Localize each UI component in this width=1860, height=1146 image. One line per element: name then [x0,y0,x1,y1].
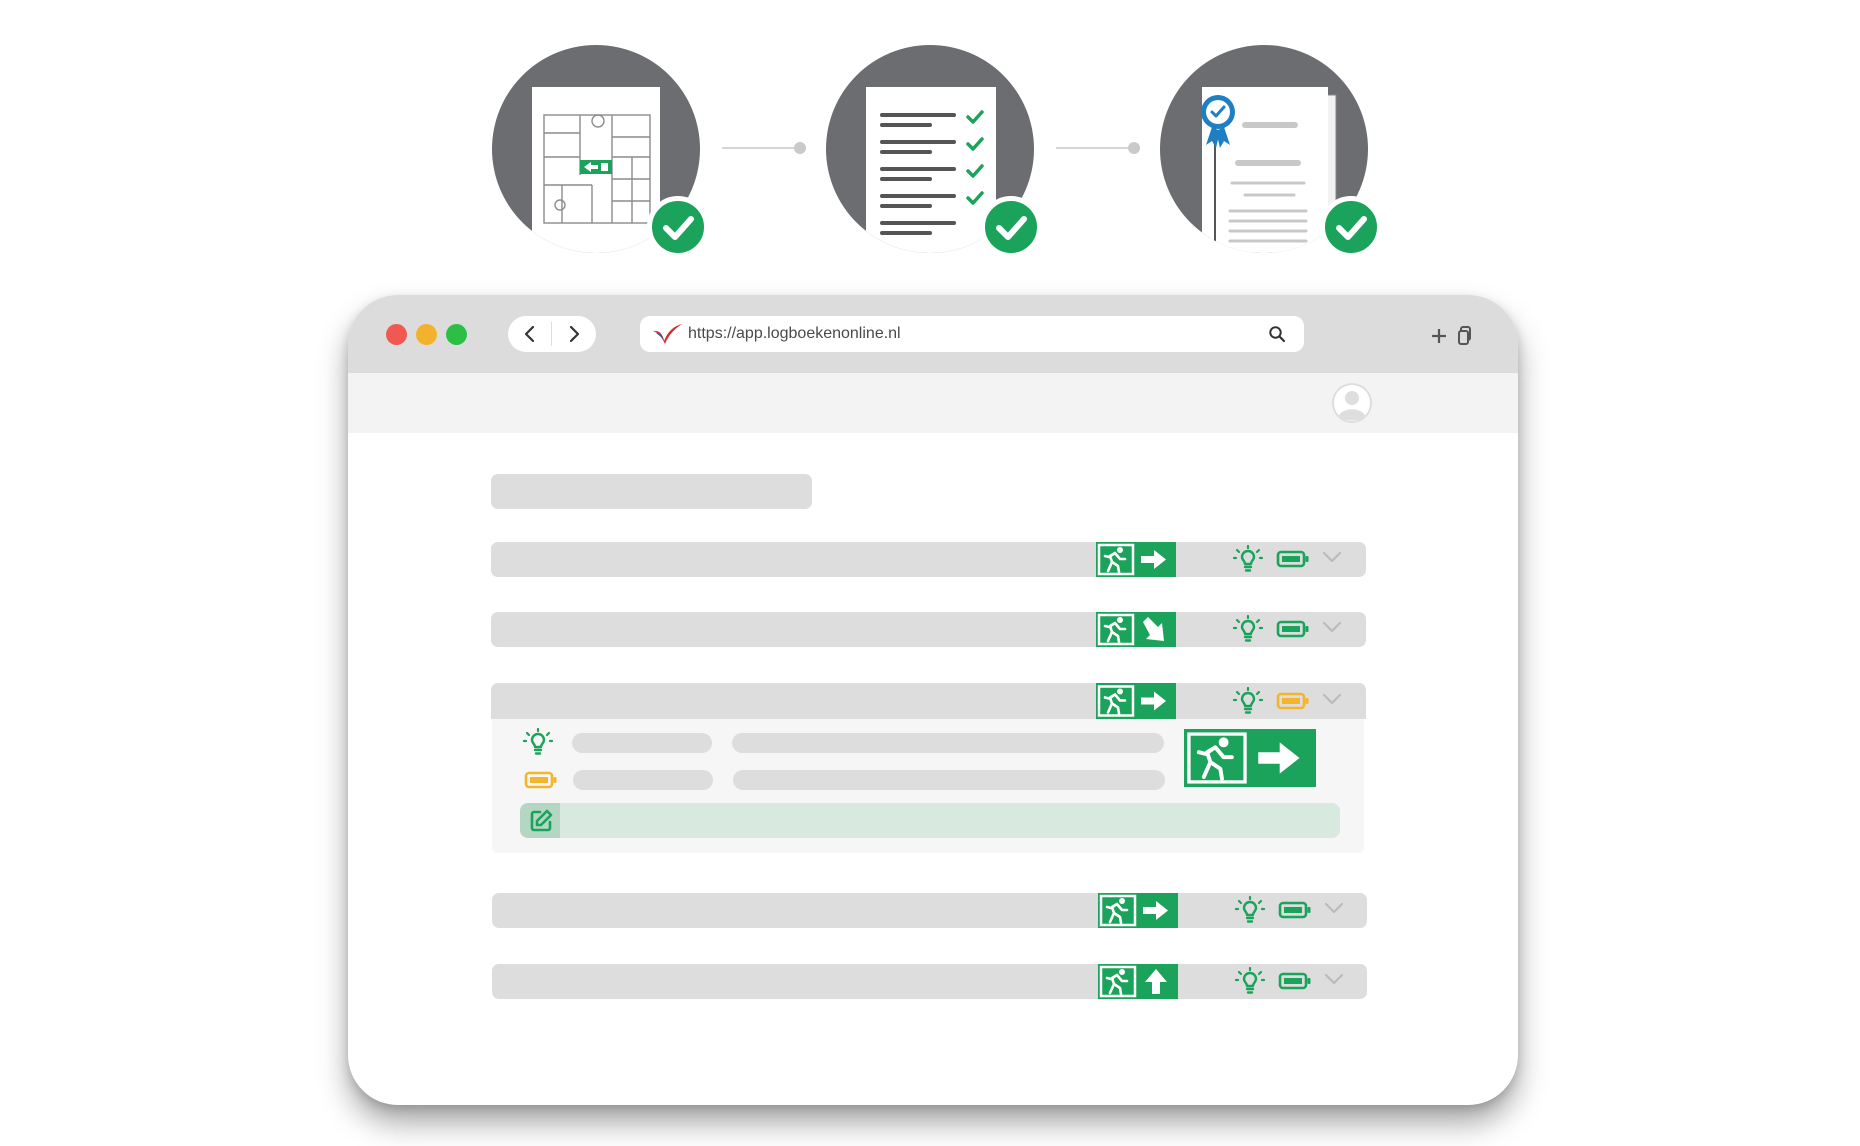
step-checklist [826,45,1034,253]
step-connector-dot [794,142,806,154]
step-complete-check-icon [980,196,1042,258]
chevron-down-icon[interactable] [1322,620,1342,634]
exit-sign-down-right-icon [1096,612,1176,647]
battery-label-placeholder [573,770,713,790]
lamp-status-icon [522,727,554,755]
edit-icon [530,809,553,832]
row-detail-panel [492,719,1364,853]
chevron-left-icon [524,325,535,343]
lamp-status-icon [1232,544,1264,572]
step-complete-check-icon [1320,196,1382,258]
lamp-status-icon [1234,895,1266,923]
address-bar[interactable]: https://app.logboekenonline.nl [640,316,1304,352]
chevron-down-icon[interactable] [1324,972,1344,986]
battery-warning-icon [524,771,557,789]
logboekenonline-logo-icon [653,324,682,344]
exit-sign-up-icon [1098,964,1178,999]
row-label-placeholder [491,542,1366,577]
step-connector [722,147,798,149]
checklist-document-icon [866,87,996,253]
tabs-overview-icon[interactable] [1456,325,1474,347]
row-label-placeholder [491,612,1366,647]
row-label-placeholder [491,683,1366,719]
battery-warning-icon [1276,692,1309,710]
new-tab-plus-icon[interactable] [1429,326,1449,346]
step-floor-plan [492,45,700,253]
battery-status-icon [1278,972,1311,990]
notes-input[interactable] [520,803,1340,838]
step-complete-check-icon [647,196,709,258]
chevron-down-icon[interactable] [1324,901,1344,915]
exit-sign-right-icon [1098,893,1178,928]
lamp-status-icon [1234,966,1266,994]
forward-button[interactable] [552,316,596,352]
battery-status-icon [1276,620,1309,638]
edit-notes-button[interactable] [520,803,560,838]
chevron-right-icon [569,325,580,343]
maximize-window-button[interactable] [446,324,467,345]
certificate-document-icon [1201,87,1337,253]
chevron-down-icon[interactable] [1322,692,1342,706]
ribbon-badge-icon [1201,95,1235,148]
battery-status-icon [1278,901,1311,919]
battery-value-placeholder [733,770,1165,790]
battery-status-icon [1276,550,1309,568]
search-icon[interactable] [1268,325,1286,343]
step-connector-dot [1128,142,1140,154]
lamp-status-icon [1232,614,1264,642]
row-label-placeholder [492,893,1367,928]
back-button[interactable] [508,316,552,352]
exit-sign-large-right-icon [1184,729,1316,787]
app-header-bar [348,373,1518,433]
lamp-value-placeholder [732,733,1164,753]
floor-plan-icon [532,87,660,253]
url-text: https://app.logboekenonline.nl [688,325,901,342]
browser-titlebar: https://app.logboekenonline.nl [348,295,1518,373]
exit-sign-right-icon [1096,683,1176,719]
chevron-down-icon[interactable] [1322,550,1342,564]
lamp-status-icon [1232,686,1264,714]
minimize-window-button[interactable] [416,324,437,345]
browser-window: https://app.logboekenonline.nl [348,295,1518,1105]
row-label-placeholder [492,964,1367,999]
page-title-placeholder [491,474,812,509]
navigation-buttons [508,316,596,352]
close-window-button[interactable] [386,324,407,345]
exit-sign-right-icon [1096,542,1176,577]
step-connector [1056,147,1132,149]
user-avatar-icon[interactable] [1332,383,1372,423]
lamp-label-placeholder [572,733,712,753]
